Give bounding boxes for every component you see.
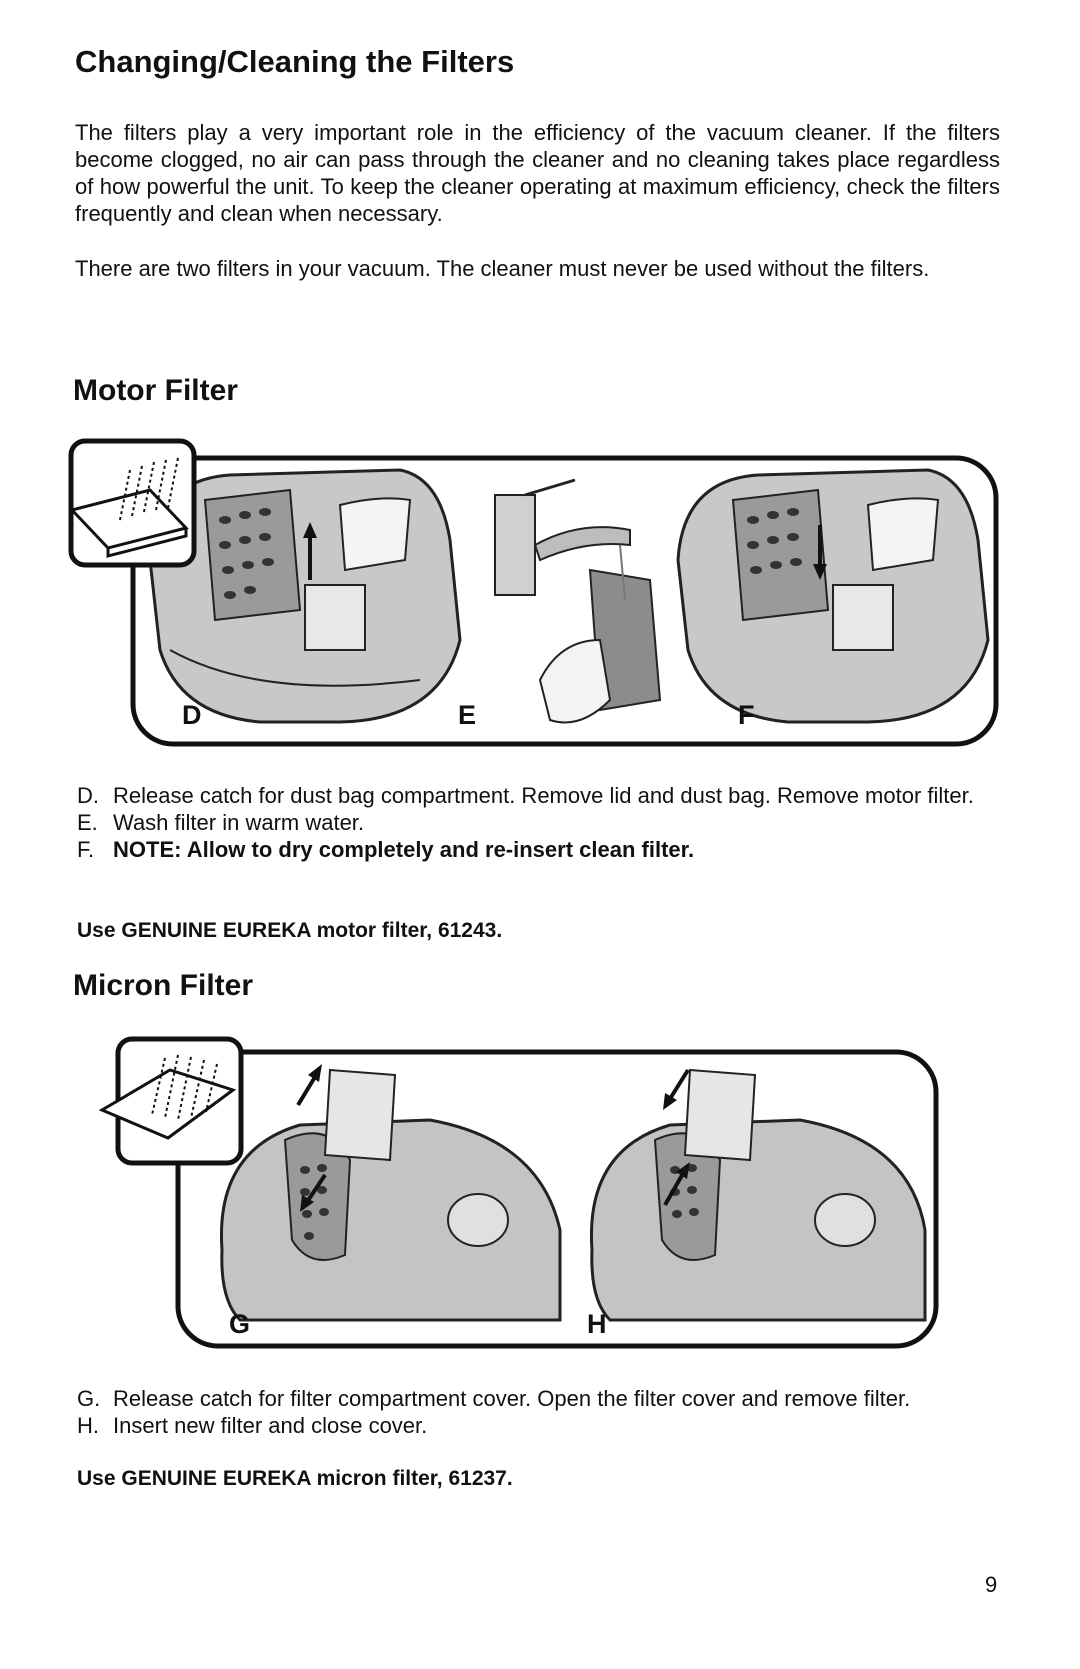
step-g: G. Release catch for filter compartment … [77,1385,1000,1412]
motor-filter-steps: D. Release catch for dust bag compartmen… [77,782,1000,863]
figure-label-h: H [587,1309,607,1339]
faucet-wash-illustration-e [494,478,662,724]
step-letter: D. [77,783,99,808]
step-d: D. Release catch for dust bag compartmen… [77,782,1000,809]
motor-filter-figure: D E F [68,438,999,747]
intro-paragraph-1: The filters play a very important role i… [75,120,1000,226]
step-text: Insert new filter and close cover. [113,1413,428,1438]
vacuum-open-illustration-f [676,468,990,724]
micron-filter-icon [98,1036,244,1166]
micron-filter-steps: G. Release catch for filter compartment … [77,1385,1000,1439]
figure-label-e: E [458,700,476,730]
step-f: F. NOTE: Allow to dry completely and re-… [77,836,1000,863]
step-letter: F. [77,837,95,862]
figure-label-d: D [182,700,202,730]
vacuum-closed-illustration-g [219,1064,562,1322]
page-title: Changing/Cleaning the Filters [75,44,515,79]
micron-filter-figure: G H [98,1036,939,1349]
motor-filter-note: Use GENUINE EUREKA motor filter, 61243. [77,919,503,942]
step-h: H. Insert new filter and close cover. [77,1412,1000,1439]
micron-filter-note: Use GENUINE EUREKA micron filter, 61237. [77,1467,513,1490]
motor-filter-heading: Motor Filter [73,374,238,407]
intro-paragraph-2: There are two filters in your vacuum. Th… [75,256,930,281]
motor-filter-icon [68,438,197,568]
step-text: Release catch for dust bag compartment. … [113,783,974,808]
figure-label-g: G [229,1309,250,1339]
step-text: Release catch for filter compartment cov… [113,1386,911,1411]
step-e: E. Wash filter in warm water. [77,809,1000,836]
vacuum-closed-illustration-h [589,1068,927,1322]
step-text: Wash filter in warm water. [113,810,365,835]
micron-filter-heading: Micron Filter [73,969,254,1002]
step-text: NOTE: Allow to dry completely and re-ins… [113,837,695,862]
step-letter: G. [77,1386,101,1411]
vacuum-open-illustration-d [148,468,462,724]
figure-label-f: F [738,700,755,730]
step-letter: H. [77,1413,99,1438]
page-number: 9 [985,1572,998,1597]
step-letter: E. [77,810,98,835]
